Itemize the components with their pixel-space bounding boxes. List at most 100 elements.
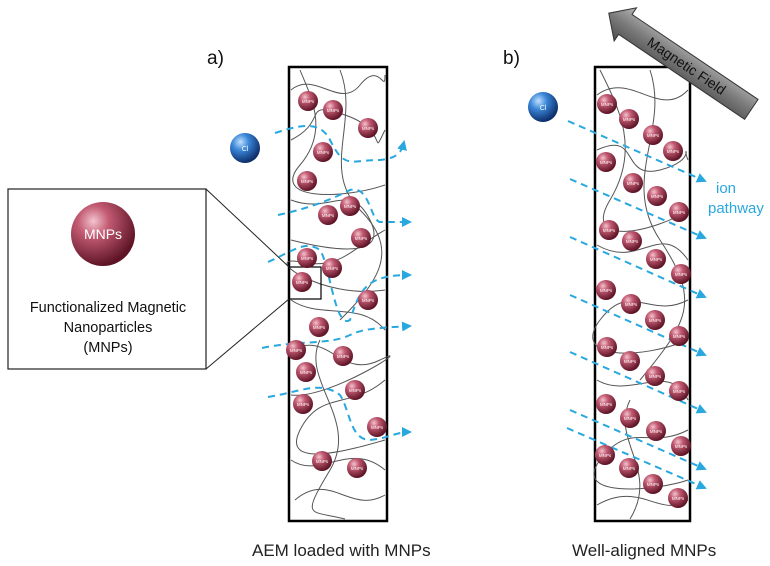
mnp-a-particle-label: MNPs <box>313 325 326 330</box>
mnp-b-particle: MNPs <box>620 408 640 428</box>
mnp-a-particle: MNPs <box>345 380 365 400</box>
mnp-a-particle: MNPs <box>298 91 318 111</box>
mnp-b-particle: MNPs <box>596 152 616 172</box>
mnp-a-particle: MNPs <box>323 100 343 120</box>
mnp-b-particle-label: MNPs <box>650 257 663 262</box>
mnp-b-particle-label: MNPs <box>626 239 639 244</box>
mnp-a-particle: MNPs <box>297 171 317 191</box>
mnp-a-particle-label: MNPs <box>296 280 309 285</box>
mnp-b-particle: MNPs <box>597 94 617 114</box>
mnp-b-particle: MNPs <box>647 186 667 206</box>
mnp-a-particle: MNPs <box>367 417 387 437</box>
mnp-b-particle: MNPs <box>645 310 665 330</box>
mnp-b-particle-label: MNPs <box>651 194 664 199</box>
inset-particle <box>71 202 135 266</box>
mnp-a-particle-label: MNPs <box>351 466 364 471</box>
mnp-a-particle-label: MNPs <box>349 388 362 393</box>
mnp-a-particle-label: MNPs <box>290 348 303 353</box>
inset-line-3: (MNPs) <box>83 340 133 356</box>
zoom-lines <box>205 188 290 370</box>
mnp-b-particle-label: MNPs <box>600 160 613 165</box>
mnp-a-particle: MNPs <box>309 317 329 337</box>
pathway-label-line1: ion <box>716 180 737 197</box>
pathway-label-line2: pathway <box>708 200 764 217</box>
mnp-b-particle-label: MNPs <box>624 359 637 364</box>
mnp-a-particle: MNPs <box>333 346 353 366</box>
mnp-a-particle-label: MNPs <box>326 266 339 271</box>
mnp-b-particle: MNPs <box>646 421 666 441</box>
mnp-a-particle-label: MNPs <box>322 213 335 218</box>
mnp-b-particle-label: MNPs <box>675 444 688 449</box>
caption-a: AEM loaded with MNPs <box>252 541 431 560</box>
mnp-a-particle: MNPs <box>313 142 333 162</box>
mnp-a-particle: MNPs <box>358 290 378 310</box>
mnp-b-particle-label: MNPs <box>672 496 685 501</box>
mnp-b-particle: MNPs <box>669 381 689 401</box>
mnp-a-particle: MNPs <box>292 272 312 292</box>
mnp-b-particle-label: MNPs <box>625 302 638 307</box>
mnp-b-particle: MNPs <box>643 474 663 494</box>
mnp-b-particle: MNPs <box>645 366 665 386</box>
mnp-a-particle: MNPs <box>351 228 371 248</box>
mnp-a-particle-label: MNPs <box>297 402 310 407</box>
mnp-b-particle: MNPs <box>669 326 689 346</box>
mnp-b-particle-label: MNPs <box>623 117 636 122</box>
mnp-a-particle: MNPs <box>296 362 316 382</box>
mnp-b-particle: MNPs <box>596 280 616 300</box>
mnp-b-particle: MNPs <box>643 125 663 145</box>
mnp-b-particle: MNPs <box>646 249 666 269</box>
mnp-a-particle-label: MNPs <box>371 425 384 430</box>
polymer-chains-a <box>286 69 391 520</box>
mnp-b-particle: MNPs <box>663 141 683 161</box>
particles-b: MNPsMNPsMNPsMNPsMNPsMNPsMNPsMNPsMNPsMNPs… <box>595 94 691 508</box>
mnp-a-particle-label: MNPs <box>344 204 357 209</box>
mnp-b-particle: MNPs <box>620 351 640 371</box>
mnp-b-particle-label: MNPs <box>601 345 614 350</box>
mnp-b-particle-label: MNPs <box>601 102 614 107</box>
mnp-b-particle-label: MNPs <box>600 402 613 407</box>
mnp-a-particle: MNPs <box>358 118 378 138</box>
mnp-b-particle: MNPs <box>671 436 691 456</box>
mnp-b-particle-label: MNPs <box>650 429 663 434</box>
mnp-a-particle-label: MNPs <box>300 370 313 375</box>
mnp-b-particle-label: MNPs <box>667 149 680 154</box>
mnp-b-particle-label: MNPs <box>673 210 686 215</box>
mnp-a-particle-label: MNPs <box>355 236 368 241</box>
mnp-a-particle: MNPs <box>318 205 338 225</box>
mnp-b-particle: MNPs <box>595 445 615 465</box>
mnp-a-particle-label: MNPs <box>362 298 375 303</box>
mnp-b-particle-label: MNPs <box>647 482 660 487</box>
mnp-b-particle: MNPs <box>619 458 639 478</box>
mnp-a-particle-label: MNPs <box>301 179 314 184</box>
mnp-a-particle-label: MNPs <box>316 459 329 464</box>
mnp-a-particle-label: MNPs <box>317 150 330 155</box>
inset-line-1: Functionalized Magnetic <box>29 300 187 316</box>
mnp-b-particle-label: MNPs <box>673 389 686 394</box>
mnp-a-particle-label: MNPs <box>337 354 350 359</box>
mnp-b-particle: MNPs <box>669 202 689 222</box>
mnp-b-particle: MNPs <box>619 109 639 129</box>
mnp-b-particle-label: MNPs <box>624 416 637 421</box>
mnp-b-particle-label: MNPs <box>675 272 688 277</box>
mnp-b-particle-label: MNPs <box>647 133 660 138</box>
mnp-b-particle-label: MNPs <box>600 288 613 293</box>
mnp-a-particle: MNPs <box>297 248 317 268</box>
mnp-b-particle-label: MNPs <box>649 318 662 323</box>
mnp-b-particle-label: MNPs <box>603 228 616 233</box>
mnp-b-particle-label: MNPs <box>623 466 636 471</box>
chloride-ion-a-label: Cl <box>242 146 249 153</box>
chloride-ion-a: Cl <box>230 133 260 163</box>
chloride-ion-b: Cl <box>528 92 558 122</box>
mnp-a-particle-label: MNPs <box>302 99 315 104</box>
mnp-b-particle: MNPs <box>621 294 641 314</box>
mnp-a-particle-label: MNPs <box>301 256 314 261</box>
mnp-b-particle: MNPs <box>622 231 642 251</box>
mnp-b-particle: MNPs <box>668 488 688 508</box>
mnp-b-particle-label: MNPs <box>649 374 662 379</box>
mnp-a-particle: MNPs <box>293 394 313 414</box>
mnp-b-particle: MNPs <box>596 394 616 414</box>
mnp-a-particle: MNPs <box>322 258 342 278</box>
mnp-a-particle: MNPs <box>347 458 367 478</box>
chloride-ion-b-label: Cl <box>540 105 547 112</box>
mnp-a-particle-label: MNPs <box>327 108 340 113</box>
